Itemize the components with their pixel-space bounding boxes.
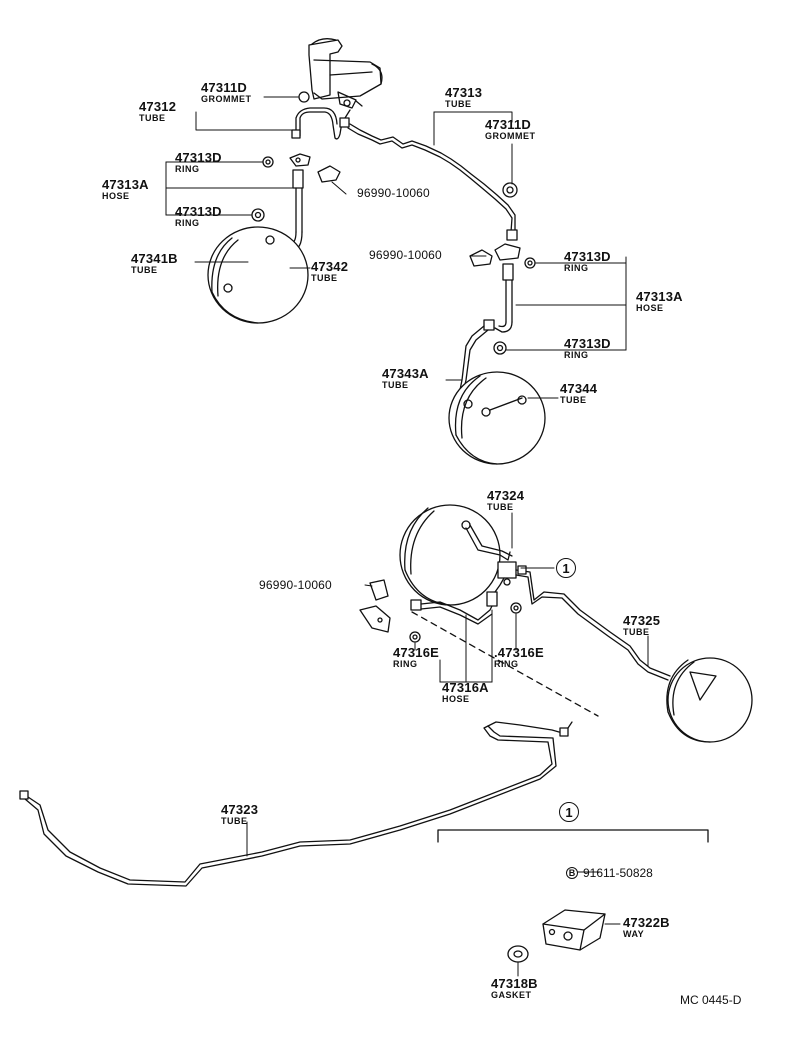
label-47313d-b: 47313D RING — [175, 205, 222, 228]
part-name: TUBE — [311, 273, 338, 283]
label-47324: 47324 TUBE — [487, 489, 524, 512]
part-name: RING — [564, 350, 589, 360]
part-name: TUBE — [623, 627, 650, 637]
label-47341b: 47341B TUBE — [131, 252, 178, 275]
part-number: 47324 — [487, 488, 525, 503]
part-number: 47323 — [221, 802, 259, 817]
part-number: 47343A — [382, 366, 429, 381]
part-number: 47322B — [623, 915, 670, 930]
part-name: RING — [175, 218, 200, 228]
label-91611: B 91611-50828 — [566, 865, 653, 881]
part-number: .47316E — [494, 645, 544, 660]
part-number: 47313D — [175, 150, 222, 165]
label-47343a: 47343A TUBE — [382, 367, 429, 390]
grommet-47311d-a-icon — [298, 91, 310, 103]
part-number: 47313D — [564, 249, 611, 264]
label-47342: 47342 TUBE — [311, 260, 348, 283]
part-name: TUBE — [131, 265, 158, 275]
label-47318b: 47318B GASKET — [491, 977, 538, 1000]
part-number: 47316E — [393, 645, 440, 660]
gasket-47318b — [507, 945, 529, 963]
part-name: RING — [175, 164, 200, 174]
label-47313: 47313 TUBE — [445, 86, 482, 109]
part-name: TUBE — [139, 113, 166, 123]
part-number: 47312 — [139, 99, 177, 114]
label-47312: 47312 TUBE — [139, 100, 176, 123]
part-number: 96990-10060 — [369, 248, 442, 262]
label-47313a-a: 47313A HOSE — [102, 178, 149, 201]
part-name: GROMMET — [201, 94, 252, 104]
part-name: TUBE — [382, 380, 409, 390]
part-name: HOSE — [102, 191, 130, 201]
label-47313d-a: 47313D RING — [175, 151, 222, 174]
rear-lines — [19, 524, 671, 887]
part-number: 47313D — [564, 336, 611, 351]
part-number: 47318B — [491, 976, 538, 991]
part-name: TUBE — [221, 816, 248, 826]
part-number: 47311D — [485, 117, 532, 132]
leader-lines — [165, 96, 649, 977]
label-47316e-b: .47316E RING — [494, 646, 544, 669]
part-name: RING — [494, 659, 519, 669]
detail-header-1: 1 — [559, 802, 579, 822]
front-right-brake-drum — [448, 371, 546, 465]
bolt-mark-icon: B — [566, 866, 578, 879]
label-47311d-b: 47311D GROMMET — [485, 118, 536, 141]
part-number: 47316A — [442, 680, 489, 695]
part-name: TUBE — [487, 502, 514, 512]
part-name: GROMMET — [485, 131, 536, 141]
part-number: 47313D — [175, 204, 222, 219]
master-cylinder — [308, 38, 383, 109]
part-number: 96990-10060 — [357, 186, 430, 200]
part-name: RING — [393, 659, 418, 669]
part-name: RING — [564, 263, 589, 273]
part-name: TUBE — [445, 99, 472, 109]
part-number: 47341B — [131, 251, 178, 266]
diagram-code: MC 0445-D — [680, 993, 742, 1007]
part-number: 96990-10060 — [259, 578, 332, 592]
detail-1-bracket — [437, 829, 709, 843]
label-47313d-c: 47313D RING — [564, 250, 611, 273]
part-number: 47311D — [201, 80, 248, 95]
rear-left-brake-drum — [399, 504, 501, 606]
front-left-brake-drum — [207, 226, 309, 324]
part-name: GASKET — [491, 990, 532, 1000]
label-47311d-a: 47311D GROMMET — [201, 81, 252, 104]
rear-right-brake-drum — [666, 657, 753, 743]
part-number: 47344 — [560, 381, 598, 396]
label-47316e-a: 47316E RING — [393, 646, 439, 669]
label-47313a-b: 47313A HOSE — [636, 290, 683, 313]
label-47344: 47344 TUBE — [560, 382, 597, 405]
label-47313d-d: 47313D RING — [564, 337, 611, 360]
part-name: WAY — [623, 929, 645, 939]
part-number: 47313 — [445, 85, 483, 100]
part-name: HOSE — [442, 694, 470, 704]
three-way-joint — [542, 909, 606, 951]
detail-callout-1: 1 — [556, 558, 576, 578]
label-96990-a: 96990-10060 — [357, 187, 430, 199]
part-number: 47313A — [636, 289, 683, 304]
label-96990-b: 96990-10060 — [369, 249, 442, 261]
part-number: 47325 — [623, 613, 661, 628]
label-96990-c: 96990-10060 — [259, 579, 332, 591]
label-47325: 47325 TUBE — [623, 614, 660, 637]
part-name: TUBE — [560, 395, 587, 405]
label-47322b: 47322B WAY — [623, 916, 670, 939]
part-number: 47313A — [102, 177, 149, 192]
part-number: 47342 — [311, 259, 349, 274]
part-name: HOSE — [636, 303, 664, 313]
label-47316a: 47316A HOSE — [442, 681, 489, 704]
part-number: 91611-50828 — [583, 865, 653, 880]
label-47323: 47323 TUBE — [221, 803, 258, 826]
